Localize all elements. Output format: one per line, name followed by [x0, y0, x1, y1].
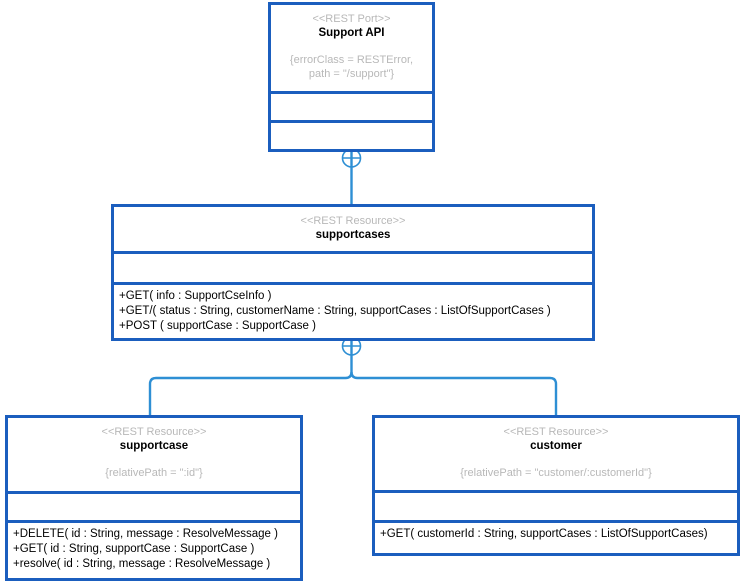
- tagged-values-label: {errorClass = RESTError, path = "/suppor…: [289, 54, 414, 80]
- class-name-label: supportcases: [315, 229, 391, 241]
- uml-class-support-api[interactable]: <<REST Port>> Support API {errorClass = …: [268, 2, 435, 152]
- class-header-customer: <<REST Resource>> customer {relativePath…: [375, 418, 737, 491]
- operation-row: +POST ( supportCase : SupportCase ): [119, 320, 316, 333]
- stereotype-label: <<REST Resource>>: [300, 215, 406, 227]
- uml-class-supportcase[interactable]: <<REST Resource>> supportcase {relativeP…: [5, 415, 303, 581]
- attributes-compartment-supportcase: [8, 490, 300, 521]
- uml-class-supportcases[interactable]: <<REST Resource>> supportcases +GET( inf…: [111, 204, 595, 341]
- attributes-compartment-supportcases: [114, 251, 592, 283]
- stereotype-label: <<REST Port>>: [312, 13, 391, 25]
- uml-class-customer[interactable]: <<REST Resource>> customer {relativePath…: [372, 415, 740, 556]
- class-header-support-api: <<REST Port>> Support API {errorClass = …: [271, 5, 432, 92]
- connector-branch-right: [350, 371, 558, 415]
- class-name-label: customer: [530, 440, 582, 452]
- attributes-compartment-customer: [375, 490, 737, 520]
- operation-row: +GET/( status : String, customerName : S…: [119, 305, 551, 318]
- connector-supportcases-to-children[interactable]: [148, 336, 558, 415]
- tagged-values-label: {relativePath = "customer/:customerId"}: [460, 467, 652, 479]
- operations-compartment-support-api: [271, 120, 432, 149]
- class-name-label: supportcase: [119, 440, 189, 452]
- class-header-supportcases: <<REST Resource>> supportcases: [114, 207, 592, 252]
- operation-row: +GET( info : SupportCseInfo ): [119, 290, 272, 303]
- connector-support-api-to-supportcases[interactable]: [341, 148, 362, 205]
- connector-branch-left: [148, 371, 353, 415]
- class-header-supportcase: <<REST Resource>> supportcase {relativeP…: [8, 418, 300, 491]
- class-name-label: Support API: [318, 27, 385, 39]
- tagged-values-label: {relativePath = ":id"}: [105, 467, 203, 479]
- stereotype-label: <<REST Resource>>: [101, 426, 207, 438]
- operation-row: +resolve( id : String, message : Resolve…: [13, 558, 271, 571]
- stereotype-label: <<REST Resource>>: [503, 426, 609, 438]
- operations-compartment-supportcases: +GET( info : SupportCseInfo ) +GET/( sta…: [114, 282, 592, 338]
- operation-row: +DELETE( id : String, message : ResolveM…: [13, 528, 278, 541]
- operations-compartment-supportcase: +DELETE( id : String, message : ResolveM…: [8, 520, 300, 578]
- operation-row: +GET( id : String, supportCase : Support…: [13, 543, 255, 556]
- attributes-compartment-support-api: [271, 91, 432, 121]
- operations-compartment-customer: +GET( customerId : String, supportCases …: [375, 519, 737, 553]
- operation-row: +GET( customerId : String, supportCases …: [380, 527, 708, 540]
